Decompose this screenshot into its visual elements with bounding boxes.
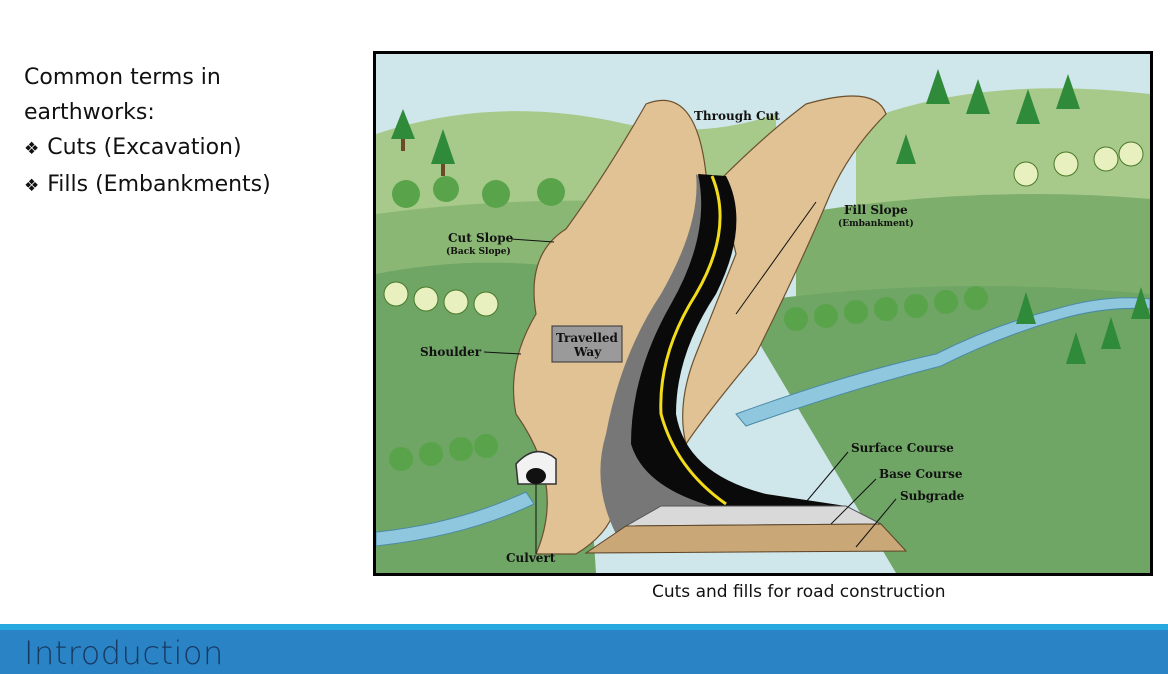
road-diagram-svg: Through Cut Fill Slope (Embankment) Cut … xyxy=(376,54,1150,573)
culvert xyxy=(515,450,557,485)
intro-text: Common terms in earthworks: xyxy=(24,65,221,125)
road xyxy=(631,174,846,512)
footer-bar: Introduction xyxy=(0,630,1168,674)
stream-left xyxy=(376,491,535,547)
label-cut-slope: Cut Slope xyxy=(448,231,514,245)
far-hill-right xyxy=(856,88,1150,225)
bullet-mark-icon: ❖ xyxy=(24,176,40,196)
stream-right xyxy=(735,297,1150,427)
road-diagram: Through Cut Fill Slope (Embankment) Cut … xyxy=(373,51,1153,576)
base-course xyxy=(624,505,882,527)
label-through-cut: Through Cut xyxy=(694,109,780,123)
bullet-cuts-text: Cuts (Excavation) xyxy=(47,135,242,160)
label-culvert: Culvert xyxy=(506,551,556,565)
label-shoulder: Shoulder xyxy=(420,345,482,359)
label-fill-slope: Fill Slope xyxy=(844,203,908,217)
label-fill-slope-sub: (Embankment) xyxy=(838,218,914,229)
fill-slope xyxy=(682,95,887,446)
trees xyxy=(383,69,1150,471)
label-cut-slope-sub: (Back Slope) xyxy=(446,246,511,257)
label-base-course: Base Course xyxy=(879,467,963,481)
figure-caption: Cuts and fills for road construction xyxy=(652,582,946,602)
culvert-opening xyxy=(526,468,546,484)
grass-right xyxy=(736,286,1150,573)
leader-lines xyxy=(483,201,897,554)
mid-grass-right xyxy=(796,194,1150,314)
label-subgrade: Subgrade xyxy=(900,489,965,503)
travelled-way-box xyxy=(551,325,623,363)
section-title: Introduction xyxy=(24,634,224,672)
subgrade xyxy=(584,523,908,554)
road-centerline xyxy=(659,175,727,506)
footer-accent-line xyxy=(0,624,1168,630)
bullet-fills: ❖ Fills (Embankments) xyxy=(24,167,354,204)
bullet-fills-text: Fills (Embankments) xyxy=(47,172,271,197)
label-surface-course: Surface Course xyxy=(851,441,954,455)
bullet-list: Common terms in earthworks: ❖ Cuts (Excav… xyxy=(24,60,354,204)
bullet-cuts: ❖ Cuts (Excavation) xyxy=(24,130,354,167)
bullet-mark-icon: ❖ xyxy=(24,139,40,159)
label-travelled-way-2: Way xyxy=(573,345,602,359)
label-travelled-way-1: Travelled xyxy=(556,331,619,345)
